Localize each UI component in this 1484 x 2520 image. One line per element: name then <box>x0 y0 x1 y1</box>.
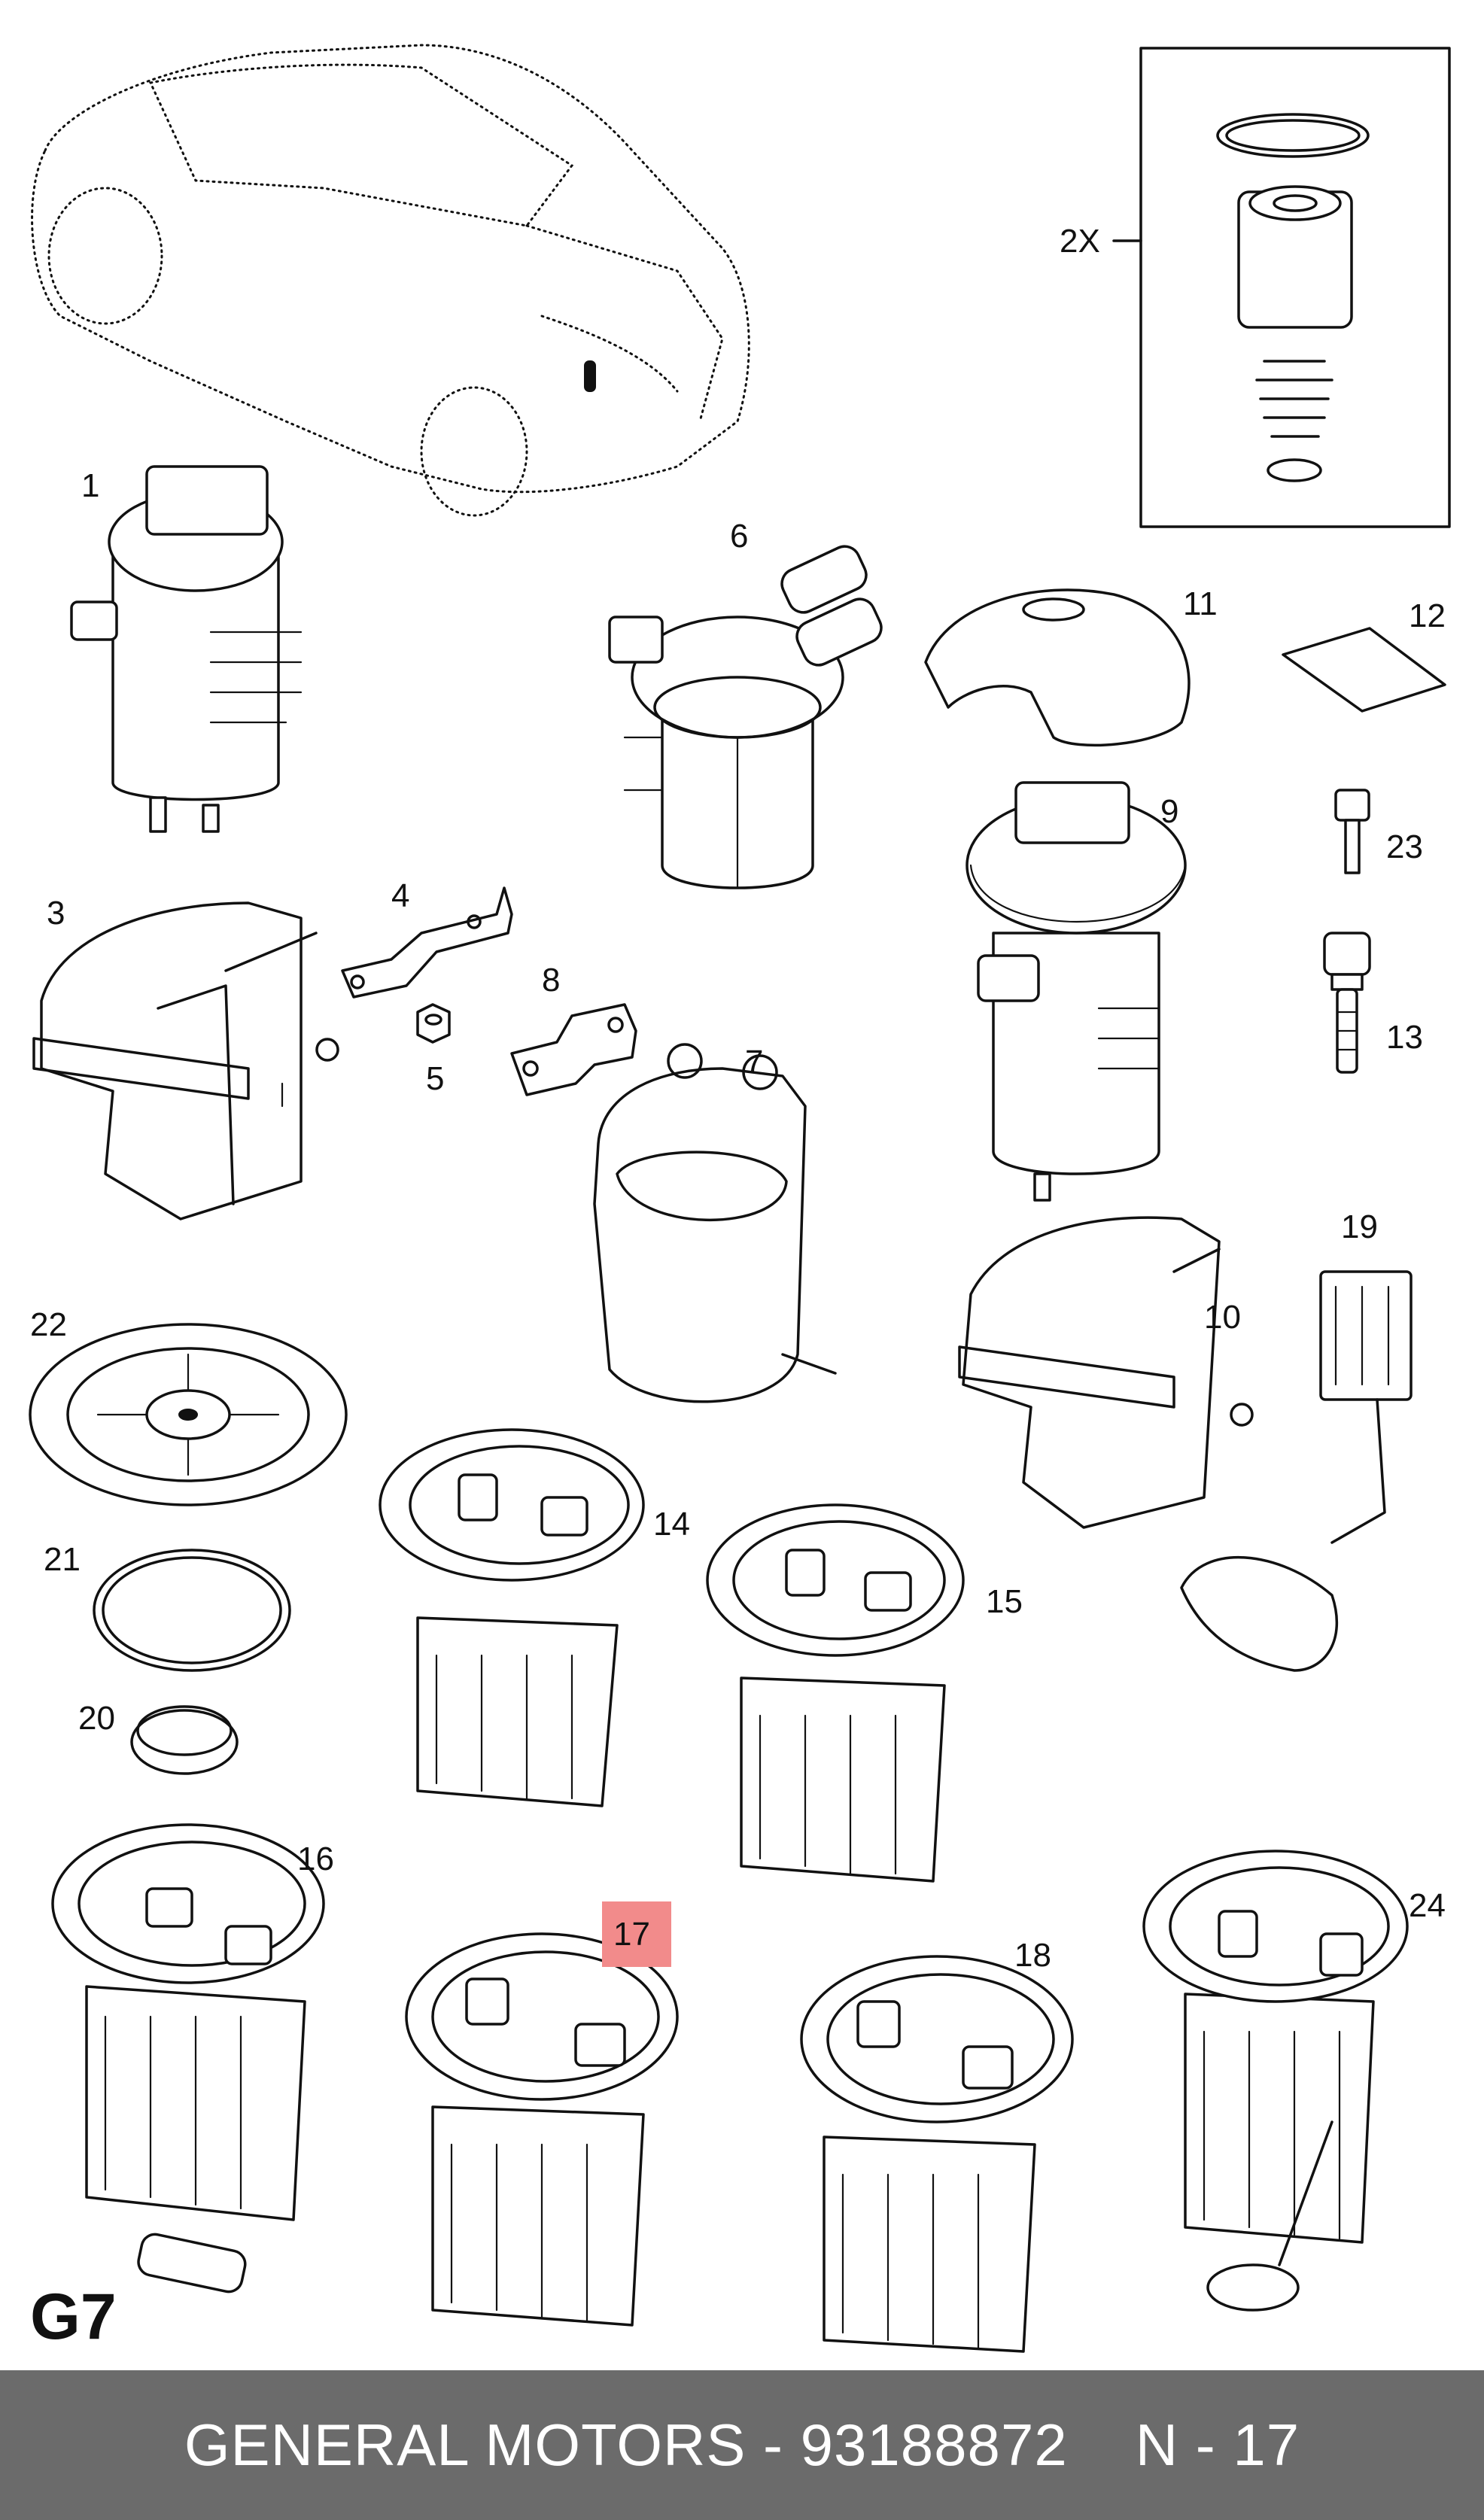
part-16-pump-module <box>51 1823 325 2294</box>
group-label: G7 <box>30 2281 117 2353</box>
part-11-cover <box>924 588 1191 747</box>
part-4-plate <box>341 886 513 999</box>
callout-6: 6 <box>730 518 748 555</box>
callout-3: 3 <box>47 895 65 932</box>
part-20-ring <box>130 1705 239 1775</box>
part-5-nut <box>416 1003 451 1044</box>
part-18-pump-module <box>800 1955 1074 2353</box>
callout-11: 11 <box>1183 585 1218 622</box>
part-24-pump-module <box>1142 1850 1409 2312</box>
callout-13: 13 <box>1386 1019 1423 1056</box>
callout-21: 21 <box>44 1541 81 1578</box>
callout-18: 18 <box>1014 1937 1051 1974</box>
part-2-filter-kit <box>1112 47 1451 528</box>
vehicle-outline <box>31 44 750 517</box>
part-23-bolt <box>1334 789 1370 874</box>
part-3-bracket <box>32 901 339 1220</box>
part-12-pad <box>1282 627 1446 713</box>
callout-19: 19 <box>1341 1208 1378 1245</box>
callout-5: 5 <box>426 1060 444 1097</box>
callout-2x: 2X <box>1060 223 1100 260</box>
part-19-sender <box>1180 1270 1413 1672</box>
callout-4: 4 <box>391 877 409 914</box>
callout-20: 20 <box>78 1700 115 1737</box>
part-9-filter <box>966 781 1187 1202</box>
callout-22: 22 <box>30 1306 67 1343</box>
part-1-fuel-filter <box>70 465 303 833</box>
callout-8: 8 <box>542 962 560 999</box>
part-17-pump-module <box>405 1932 679 2327</box>
part-7-cup <box>593 1043 837 1403</box>
parts-diagram: 2X 1 6 11 12 9 23 4 3 8 13 5 7 19 22 10 … <box>29 44 1451 2353</box>
part-6-filter-housing <box>608 545 883 889</box>
part-22-lock-plate <box>29 1323 348 1506</box>
callout-7: 7 <box>745 1044 763 1081</box>
callout-15: 15 <box>986 1583 1023 1620</box>
footer-brand-part-number: GENERAL MOTORS - 93188872 <box>184 2412 1068 2478</box>
part-21-seal-ring <box>93 1549 291 1672</box>
part-15-pump-module <box>706 1503 965 1883</box>
callout-23: 23 <box>1386 828 1423 865</box>
callout-17: 17 <box>613 1916 650 1953</box>
callouts: 2X 1 6 11 12 9 23 4 3 8 13 5 7 19 22 10 … <box>30 223 1446 1974</box>
callout-1: 1 <box>81 467 99 504</box>
part-14-pump-module <box>379 1428 645 1807</box>
callout-9: 9 <box>1160 793 1178 830</box>
callout-24: 24 <box>1409 1887 1446 1924</box>
part-13-bolt <box>1323 932 1371 1074</box>
callout-16: 16 <box>297 1841 334 1877</box>
highlight-17 <box>602 1901 671 1967</box>
callout-14: 14 <box>653 1506 690 1543</box>
callout-12: 12 <box>1409 597 1446 634</box>
footer-page-number: N - 17 <box>1135 2412 1300 2478</box>
part-10-bracket <box>958 1216 1254 1529</box>
footer-bar: GENERAL MOTORS - 93188872 N - 17 <box>0 2370 1484 2520</box>
callout-10: 10 <box>1204 1299 1241 1336</box>
part-8-plate <box>510 1003 637 1096</box>
